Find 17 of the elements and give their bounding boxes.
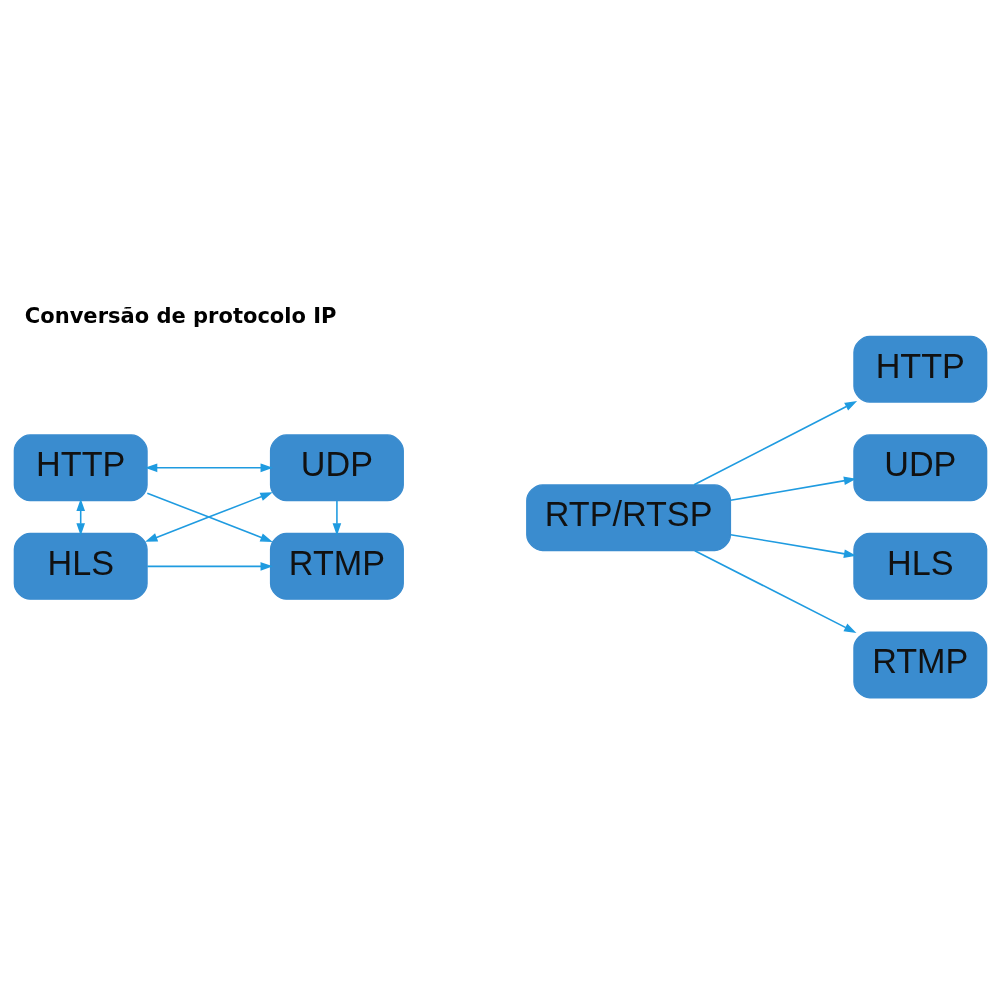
arrow xyxy=(694,549,857,634)
node-box: RTP/RTSP xyxy=(526,484,732,552)
node-box: HTTP xyxy=(853,335,988,403)
node-box: RTMP xyxy=(853,631,988,699)
node-box: HLS xyxy=(853,532,988,600)
arrow xyxy=(693,401,858,486)
node-box: RTMP xyxy=(269,532,404,600)
node-box: HLS xyxy=(13,532,148,600)
arrow xyxy=(144,463,273,473)
node-box: HTTP xyxy=(13,434,148,502)
arrow xyxy=(729,476,857,502)
diagram-title: Conversão de protocolo IP xyxy=(24,303,337,329)
arrow xyxy=(146,562,273,571)
arrow xyxy=(729,533,857,559)
node-box: UDP xyxy=(269,434,404,502)
arrow xyxy=(332,500,342,536)
node-box: UDP xyxy=(853,434,988,502)
